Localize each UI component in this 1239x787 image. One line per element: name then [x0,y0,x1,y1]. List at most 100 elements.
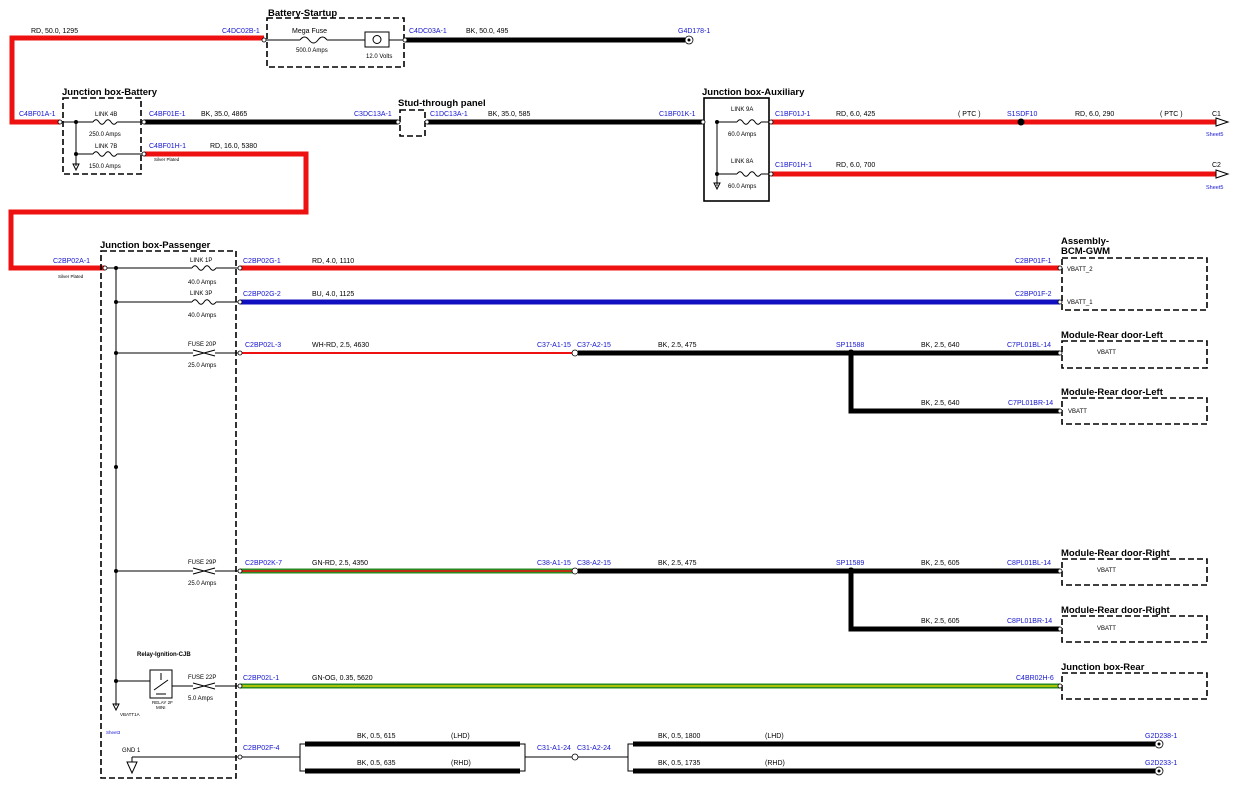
wire-label-wh-rd: WH-RD, 2.5, 4630 [312,342,369,349]
ground-icon [126,761,138,775]
connector-g4d178[interactable]: G4D178-1 [678,28,710,35]
connector-g2d233[interactable]: G2D233-1 [1145,760,1177,767]
wire-label-rd-16: RD, 16.0, 5380 [210,143,257,150]
c1-arrow-icon[interactable] [1215,117,1230,127]
relay-icon [149,669,173,699]
jb-aux-box [703,97,770,202]
connector-c2[interactable]: C2 [1212,162,1221,169]
pin-c31 [571,753,579,761]
rdr1-pin: VBATT [1097,568,1116,574]
wire-label-bk-50: BK, 50.0, 495 [466,28,509,35]
connector-c3dc13a[interactable]: C3DC13A-1 [354,111,392,118]
connector-labels: C4DC02B-1 C4DC03A-1 G4D178-1 C4BF01A-1 C… [19,28,1223,767]
connector-c1[interactable]: C1 [1212,111,1221,118]
connector-c38-a2[interactable]: C38-A2-15 [577,560,611,567]
fuse22p-rating: 5.0 Amps [188,696,213,702]
jb-aux-ground-icon [713,182,721,191]
pin-c2bp02g1 [237,265,243,271]
connector-c7pl01br[interactable]: C7PL01BR-14 [1008,400,1053,407]
sheet5-link-a[interactable]: Sheet5 [1206,132,1223,138]
link9a-fuse-icon [736,119,762,125]
c2-arrow-icon[interactable] [1215,169,1230,179]
pin-c2bp02a [102,265,108,271]
connector-c38-a1[interactable]: C38-A1-15 [537,560,571,567]
bcm-box [1061,257,1208,311]
connector-c4dc03a[interactable]: C4DC03A-1 [409,28,447,35]
wire-label-rd-50: RD, 50.0, 1295 [31,28,78,35]
connector-sp11589[interactable]: SP11589 [836,560,864,567]
fuse20p-name: FUSE 20P [188,342,216,348]
splice-sp11589[interactable] [847,567,855,575]
silver-plated-2: Silver Plated [58,274,84,279]
connector-c2bp02a[interactable]: C2BP02A-1 [53,258,90,265]
relay-title: Relay-Ignition-CJB [137,652,191,658]
wire-rd-50[interactable] [9,35,264,125]
vbatt-arrow-icon [112,703,120,712]
pin-c1bf01h [768,171,774,177]
wire-label-lhd-2: (LHD) [765,733,784,740]
connector-c37-a1[interactable]: C37-A1-15 [537,342,571,349]
sheet5-link-b[interactable]: Sheet5 [1206,185,1223,191]
connector-c1bf01k[interactable]: C1BF01K-1 [659,111,696,118]
wire-label-bk-605-b: BK, 2.5, 605 [921,618,960,625]
wire-label-bu-4: BU, 4.0, 1125 [312,291,354,298]
rdl1-pin: VBATT [1097,350,1116,356]
wire-bk-605-b[interactable] [848,571,1060,632]
connector-c2bp02f4[interactable]: C2BP02F-4 [243,745,280,752]
connector-c2bp01f1[interactable]: C2BP01F-1 [1015,258,1052,265]
junction-box-auxiliary: Junction box-Auxiliary LINK 9A 60.0 Amps… [702,87,805,202]
wire-label-bk-475-a: BK, 2.5, 475 [658,342,697,349]
wire-label-bk-1800: BK, 0.5, 1800 [658,733,701,740]
jb-battery-box [62,97,142,175]
connector-c2bp01f2[interactable]: C2BP01F-2 [1015,291,1052,298]
connector-c7pl01bl[interactable]: C7PL01BL-14 [1007,342,1051,349]
connector-c2bp02g1[interactable]: C2BP02G-1 [243,258,281,265]
connector-pins [57,37,1063,761]
connector-c2bp02l1[interactable]: C2BP02L-1 [243,675,279,682]
connector-c31-a1[interactable]: C31-A1-24 [537,745,571,752]
connector-sp11588[interactable]: SP11588 [836,342,864,349]
pin-c2bp02f4 [237,754,243,760]
connector-c4bf01e[interactable]: C4BF01E-1 [149,111,186,118]
fuse22p-icon [192,682,216,690]
junction-box-battery: Junction box-Battery LINK 4B 250.0 Amps … [60,87,158,175]
connector-c8pl01bl[interactable]: C8PL01BL-14 [1007,560,1051,567]
connector-c4bf01a[interactable]: C4BF01A-1 [19,111,56,118]
battery-startup-box [266,17,405,68]
connector-c8pl01br[interactable]: C8PL01BR-14 [1007,618,1052,625]
connector-c4br02h[interactable]: C4BR02H-6 [1016,675,1054,682]
splice-s1sdf10[interactable] [1017,118,1025,126]
connector-c1bf01h[interactable]: C1BF01H-1 [775,162,812,169]
stud-title: Stud-through panel [398,98,486,109]
connector-c4dc02b[interactable]: C4DC02B-1 [222,28,260,35]
connector-s1sdf10[interactable]: S1SDF10 [1007,111,1037,118]
connector-c1bf01j[interactable]: C1BF01J-1 [775,111,811,118]
connector-g2d238[interactable]: G2D238-1 [1145,733,1177,740]
junction-box-passenger: Junction box-Passenger LINK 1P 40.0 Amps… [100,240,240,779]
relay-switch-icon [153,673,169,695]
splice-sp11588[interactable] [847,349,855,357]
jb-pass-title: Junction box-Passenger [100,240,211,251]
fuse20p-rating: 25.0 Amps [188,363,216,369]
connector-c2bp02k7[interactable]: C2BP02K-7 [245,560,282,567]
g4d178-terminal-dot [687,38,691,42]
connector-c31-a2[interactable]: C31-A2-24 [577,745,611,752]
wire-rd-16[interactable] [8,151,309,271]
pin-c2bp01f1 [1057,265,1063,271]
bcm-title-2: BCM-GWM [1061,246,1110,257]
module-rear-door-left-2: Module-Rear door-Left VBATT [1061,387,1208,425]
connector-c1dc13a[interactable]: C1DC13A-1 [430,111,468,118]
connector-c2bp02l3[interactable]: C2BP02L-3 [245,342,281,349]
fuse29p-icon [192,567,216,575]
connector-c37-a2[interactable]: C37-A2-15 [577,342,611,349]
fuse29p-rating: 25.0 Amps [188,581,216,587]
wire-label-rd-4: RD, 4.0, 1110 [312,258,354,265]
sheet3-link[interactable]: Sheet3 [106,730,121,735]
wire-bk-640-b[interactable] [848,353,1060,414]
connector-c2bp02g2[interactable]: C2BP02G-2 [243,291,281,298]
ground-bracket-left [240,743,305,772]
rdr2-title: Module-Rear door-Right [1061,605,1171,616]
link3p-fuse-icon [191,299,217,305]
connector-c4bf01h[interactable]: C4BF01H-1 [149,143,186,150]
wire-label-ptc-2: ( PTC ) [1160,111,1183,118]
